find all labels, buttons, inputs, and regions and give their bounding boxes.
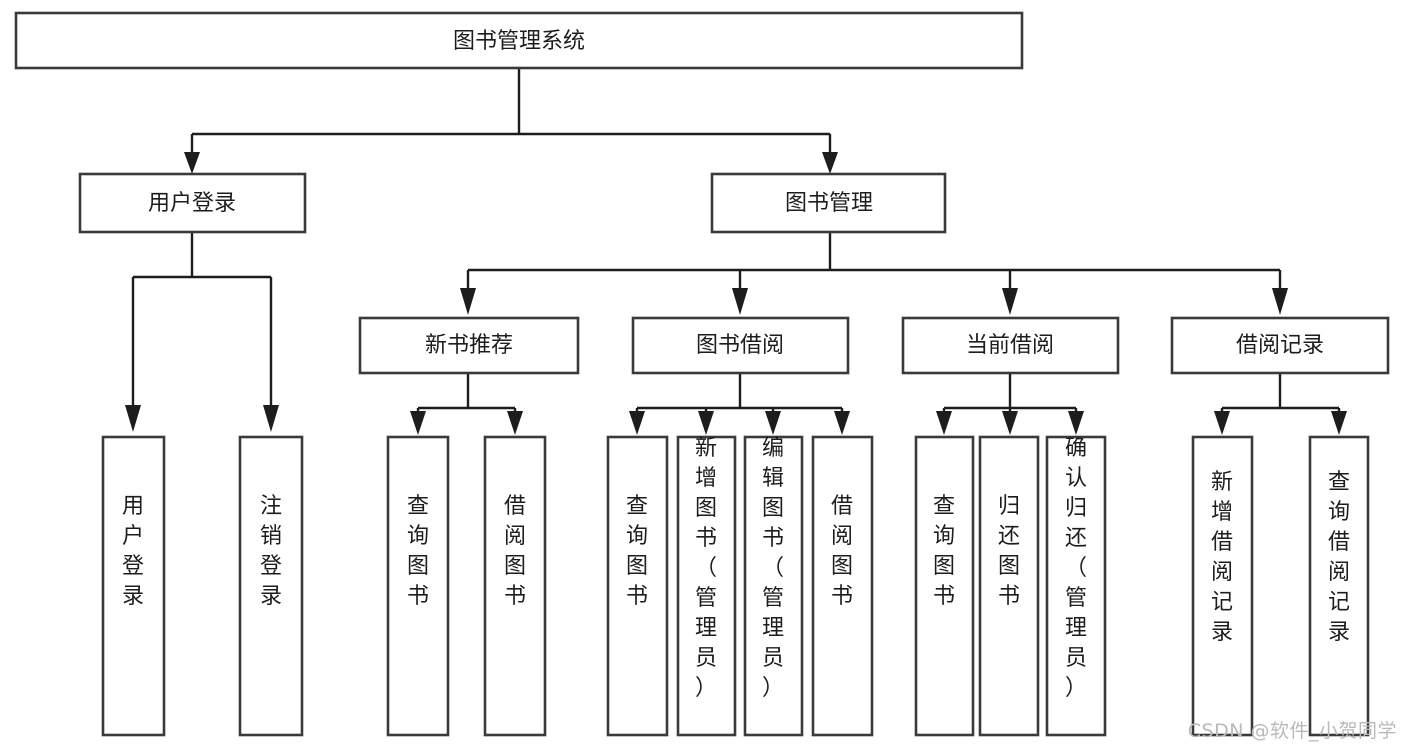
arrowhead-bb-leaf-4 (834, 411, 850, 435)
arrowhead-cb-leaf-1 (936, 411, 952, 435)
leaf-query-borrow-record-label: 查询借阅记录 (1328, 470, 1350, 645)
arrowhead-br-leaf-1 (1214, 411, 1230, 435)
leaf-query-borrow-record[interactable]: 查询借阅记录 (1308, 435, 1370, 737)
leaf-query-book-current-label: 查询图书 (933, 494, 955, 609)
node-current-borrow-box (901, 316, 1120, 375)
leaf-add-borrow-record[interactable]: 新增借阅记录 (1191, 435, 1254, 737)
leaf-query-book-newbook[interactable]: 查询图书 (386, 435, 450, 737)
node-user-login[interactable]: 用户登录 (78, 172, 307, 234)
node-book-borrow-label: 图书借阅 (696, 333, 784, 358)
leaf-add-borrow-record-box (1191, 435, 1254, 737)
arrowhead-bb-leaf-3 (765, 411, 781, 435)
leaf-borrow-book-borrow[interactable]: 借阅图书 (811, 435, 874, 737)
leaf-logout[interactable]: 注销登录 (238, 435, 304, 737)
node-borrow-record-box (1170, 316, 1390, 375)
arrowhead-leaf-logout (263, 405, 279, 432)
leaf-return-book-label: 归还图书 (998, 494, 1020, 609)
leaf-query-book-borrow-label: 查询图书 (626, 494, 648, 609)
node-root-system[interactable]: 图书管理系统 (14, 11, 1024, 70)
leaf-edit-book-admin-box (743, 435, 804, 737)
arrowhead-user-login (184, 152, 200, 174)
arrowhead-bb-leaf-2 (698, 411, 714, 435)
arrowhead-nb-leaf-1 (410, 411, 426, 435)
leaf-return-book[interactable]: 归还图书 (978, 435, 1040, 737)
leaf-borrow-book-newbook-box (483, 435, 547, 737)
node-new-book-recommend-box (358, 316, 580, 375)
leaf-query-book-borrow-box (606, 435, 669, 737)
node-borrow-record[interactable]: 借阅记录 (1170, 316, 1390, 375)
node-book-borrow[interactable]: 图书借阅 (631, 316, 850, 375)
leaf-query-book-borrow[interactable]: 查询图书 (606, 435, 669, 737)
leaf-add-book-admin[interactable]: 新增图书（管理员） (676, 435, 737, 737)
leaf-add-book-admin-label: 新增图书（管理员） (695, 436, 717, 701)
node-current-borrow[interactable]: 当前借阅 (901, 316, 1120, 375)
leaf-query-borrow-record-box (1308, 435, 1370, 737)
leaf-add-borrow-record-label: 新增借阅记录 (1211, 470, 1233, 645)
arrowhead-borrowrecord (1272, 288, 1288, 315)
leaf-query-book-current[interactable]: 查询图书 (914, 435, 975, 737)
leaf-query-book-newbook-label: 查询图书 (407, 494, 429, 609)
leaf-user-login[interactable]: 用户登录 (101, 435, 166, 737)
arrowhead-currentborrow (1002, 288, 1018, 315)
arrowhead-nb-leaf-2 (507, 411, 523, 435)
leaf-return-book-box (978, 435, 1040, 737)
node-user-login-label: 用户登录 (148, 191, 236, 216)
leaf-logout-label: 注销登录 (260, 494, 282, 609)
node-user-login-box (78, 172, 307, 234)
leaf-add-book-admin-box (676, 435, 737, 737)
node-new-book-recommend[interactable]: 新书推荐 (358, 316, 580, 375)
leaf-edit-book-admin-label: 编辑图书（管理员） (762, 436, 784, 701)
arrowhead-book-manage (822, 152, 838, 174)
leaf-borrow-book-borrow-box (811, 435, 874, 737)
node-root-system-label: 图书管理系统 (453, 29, 585, 54)
leaf-confirm-return-admin-box (1045, 435, 1107, 737)
node-borrow-record-label: 借阅记录 (1236, 333, 1324, 358)
arrowhead-bb-leaf-1 (629, 411, 645, 435)
arrowhead-cb-leaf-2 (1002, 411, 1018, 435)
leaf-confirm-return-admin[interactable]: 确认归还（管理员） (1045, 435, 1107, 737)
node-current-borrow-label: 当前借阅 (966, 333, 1054, 358)
leaf-borrow-book-borrow-label: 借阅图书 (831, 494, 853, 609)
leaf-edit-book-admin[interactable]: 编辑图书（管理员） (743, 435, 804, 737)
leaf-confirm-return-admin-label: 确认归还（管理员） (1065, 436, 1087, 701)
node-new-book-recommend-label: 新书推荐 (425, 333, 513, 358)
node-book-manage-label: 图书管理 (785, 191, 873, 216)
leaf-query-book-current-box (914, 435, 975, 737)
leaf-borrow-book-newbook[interactable]: 借阅图书 (483, 435, 547, 737)
arrowhead-cb-leaf-3 (1068, 411, 1084, 435)
node-book-manage[interactable]: 图书管理 (710, 172, 947, 234)
node-book-borrow-box (631, 316, 850, 375)
leaf-logout-box (238, 435, 304, 737)
connector-group (125, 68, 1347, 435)
leaf-user-login-label: 用户登录 (122, 494, 144, 609)
leaf-query-book-newbook-box (386, 435, 450, 737)
leaf-borrow-book-newbook-label: 借阅图书 (504, 494, 526, 609)
arrowhead-bookborrow (732, 288, 748, 315)
arrowhead-newbook (460, 288, 476, 315)
arrowhead-leaf-user-login (125, 405, 141, 432)
leaf-node-group: 用户登录 注销登录 查询图书 借阅图书 查询图书 新增图书（管理员） (101, 435, 1370, 737)
node-root-system-box (14, 11, 1024, 70)
leaf-user-login-box (101, 435, 166, 737)
arrowhead-br-leaf-2 (1331, 411, 1347, 435)
node-book-manage-box (710, 172, 947, 234)
